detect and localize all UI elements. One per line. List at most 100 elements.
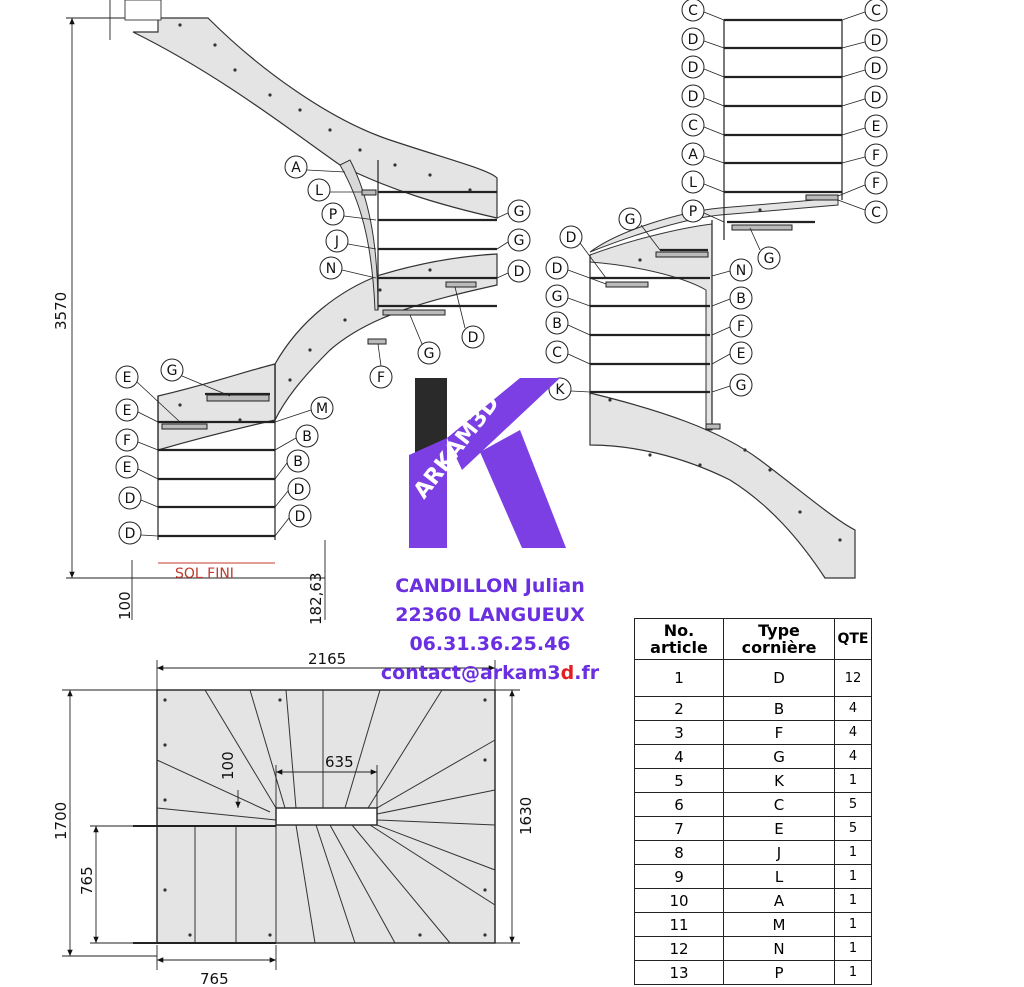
- cell-article: 13: [634, 960, 724, 985]
- email-part-1: contact@arkam3: [380, 662, 561, 684]
- callout-label: L: [315, 183, 323, 199]
- cell-article: 5: [634, 768, 724, 793]
- plan-view: 2165 1700 765 1630 635 100 765: [52, 650, 535, 987]
- callout-label: C: [871, 205, 881, 221]
- callout-label: G: [764, 251, 775, 267]
- dim-core-100: 100: [219, 751, 237, 780]
- cell-article: 12: [634, 936, 724, 961]
- cell-article: 9: [634, 864, 724, 889]
- contact-block: CANDILLON Julian 22360 LANGUEUX 06.31.36…: [370, 572, 610, 688]
- callout-label: D: [125, 526, 136, 542]
- callout-label: L: [689, 175, 697, 191]
- callout-label: C: [688, 118, 698, 134]
- callout-label: F: [123, 433, 131, 449]
- cell-article: 11: [634, 912, 724, 937]
- callout-label: D: [688, 60, 699, 76]
- cell-qte: 4: [834, 696, 872, 721]
- callout-label: N: [736, 263, 746, 279]
- cell-article: 2: [634, 696, 724, 721]
- cell-article: 6: [634, 792, 724, 817]
- cell-article: 1: [634, 659, 724, 697]
- dim-landing-765-v: 765: [78, 866, 96, 895]
- cell-qte: 4: [834, 720, 872, 745]
- header-qte: QTE: [834, 618, 872, 660]
- email-part-2: .fr: [574, 662, 600, 684]
- cell-type: M: [723, 912, 835, 937]
- dim-landing-765-h: 765: [200, 970, 229, 987]
- callout-label: D: [871, 61, 882, 77]
- callout-label: C: [552, 345, 562, 361]
- callout-label: G: [424, 346, 435, 362]
- dim-plan-depth-right: 1630: [517, 797, 535, 835]
- callout-label: E: [737, 346, 746, 362]
- callout-label: D: [125, 491, 136, 507]
- cell-type: A: [723, 888, 835, 913]
- dim-step-182: 182,63: [307, 573, 325, 626]
- header-article: No. article: [634, 618, 724, 660]
- cell-qte: 1: [834, 936, 872, 961]
- callout-label: D: [688, 89, 699, 105]
- cell-type: C: [723, 792, 835, 817]
- callout-label: F: [872, 176, 880, 192]
- cell-type: F: [723, 720, 835, 745]
- cell-article: 10: [634, 888, 724, 913]
- left-upper-stringer: [132, 17, 498, 219]
- callout-label: J: [334, 234, 339, 250]
- cell-qte: 1: [834, 768, 872, 793]
- cell-type: L: [723, 864, 835, 889]
- dim-height-total: 3570: [52, 292, 70, 330]
- callout-label: D: [566, 230, 577, 246]
- callout-label: A: [688, 147, 698, 163]
- callout-label: G: [167, 363, 178, 379]
- dim-step-100: 100: [116, 591, 134, 620]
- cell-article: 3: [634, 720, 724, 745]
- cell-type: J: [723, 840, 835, 865]
- left-elevation: 3570 100 182,63 SOL FINI: [52, 0, 531, 626]
- callout-label: F: [737, 319, 745, 335]
- callout-label: K: [555, 382, 565, 398]
- right-elevation: [545, 0, 888, 579]
- cell-type: K: [723, 768, 835, 793]
- callout-label: D: [871, 33, 882, 49]
- callout-label: M: [316, 401, 328, 417]
- callout-label: N: [326, 261, 336, 277]
- callout-label: P: [329, 207, 337, 223]
- cell-qte: 4: [834, 744, 872, 769]
- callout-label: D: [871, 90, 882, 106]
- logo-k-upper-arm: [447, 378, 560, 470]
- contact-phone: 06.31.36.25.46: [409, 633, 571, 655]
- callout-label: A: [291, 160, 301, 176]
- cell-qte: 5: [834, 792, 872, 817]
- right-lower-stringer: [589, 392, 856, 579]
- cell-article: 4: [634, 744, 724, 769]
- callout-label: B: [552, 316, 562, 332]
- cell-qte: 12: [834, 659, 872, 697]
- cell-type: N: [723, 936, 835, 961]
- contact-email[interactable]: contact@arkam3d.fr: [370, 659, 610, 688]
- callout-label: D: [294, 482, 305, 498]
- cell-article: 8: [634, 840, 724, 865]
- right-middle-stringer: [589, 223, 713, 431]
- callout-label: F: [872, 148, 880, 164]
- callout-label: B: [293, 454, 303, 470]
- callout-label: D: [295, 509, 306, 525]
- callout-label: G: [736, 378, 747, 394]
- header-type: Type cornière: [723, 618, 835, 660]
- plan-core: [275, 807, 378, 826]
- callout-label: E: [123, 403, 132, 419]
- callout-label: E: [123, 460, 132, 476]
- dim-plan-depth-left: 1700: [52, 802, 70, 840]
- callout-label: E: [872, 119, 881, 135]
- callout-label: G: [552, 289, 563, 305]
- cell-qte: 1: [834, 960, 872, 985]
- callout-label: G: [514, 204, 525, 220]
